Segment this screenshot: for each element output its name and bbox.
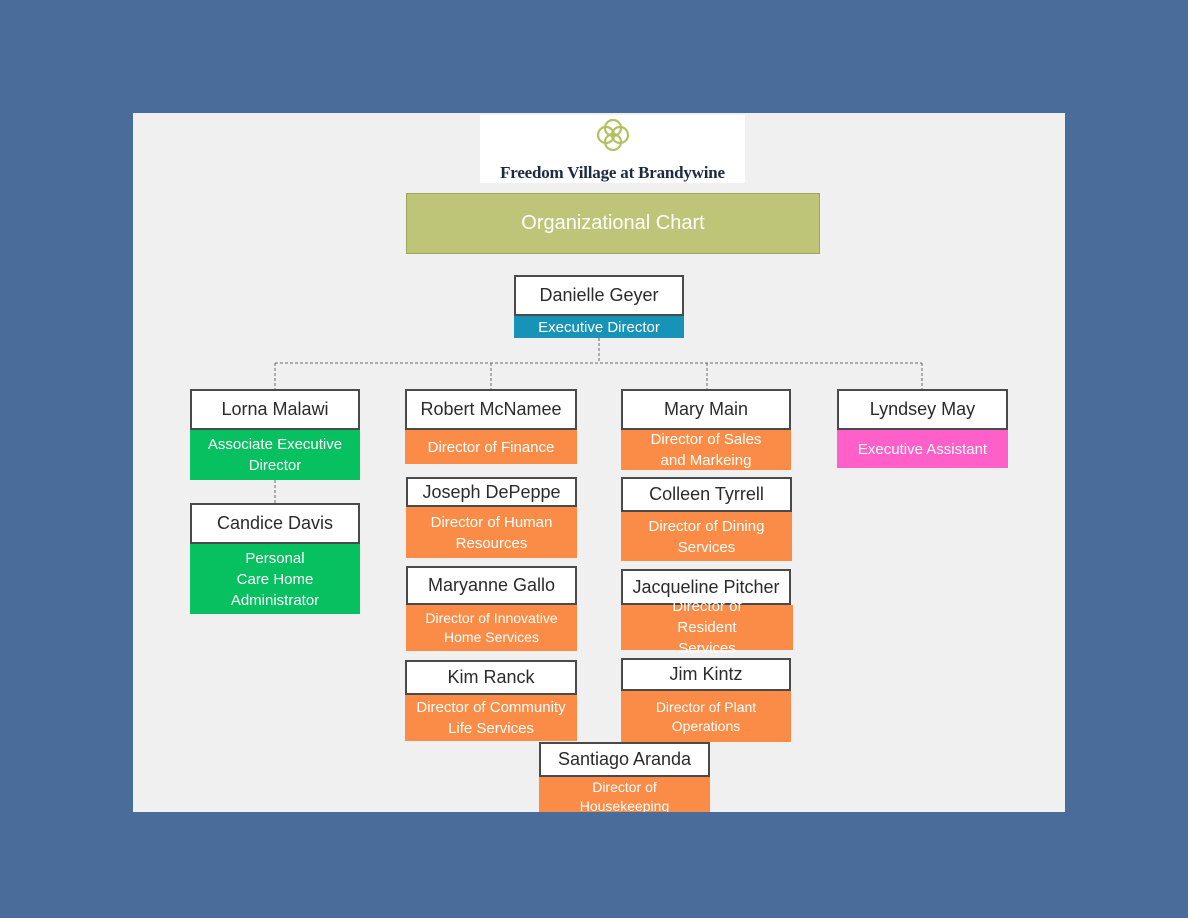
node-name: Maryanne Gallo: [406, 566, 577, 605]
node-role: Director of Dining Services: [621, 512, 792, 561]
org-chart-slide: Freedom Village at Brandywine Organizati…: [133, 113, 1065, 812]
node-name: Kim Ranck: [405, 660, 577, 695]
node-name: Jacqueline Pitcher: [621, 569, 791, 605]
node-name: Joseph DePeppe: [406, 477, 577, 507]
node-director-housekeeping: Santiago Aranda Director of Housekeeping: [539, 742, 710, 812]
node-director-sales: Mary Main Director of Sales and Markeing: [621, 389, 791, 470]
node-role: Executive Assistant: [837, 430, 1008, 468]
node-director-finance: Robert McNamee Director of Finance: [405, 389, 577, 464]
node-director-resident-services: Jacqueline Pitcher Director of Resident …: [621, 569, 793, 657]
node-personal-care-home-administrator: Candice Davis Personal Care Home Adminis…: [190, 503, 360, 614]
node-name: Jim Kintz: [621, 658, 791, 691]
node-name: Lorna Malawi: [190, 389, 360, 430]
node-name: Candice Davis: [190, 503, 360, 544]
node-name: Danielle Geyer: [514, 275, 684, 316]
node-role: Executive Director: [514, 316, 684, 338]
node-name: Lyndsey May: [837, 389, 1008, 430]
node-name: Mary Main: [621, 389, 791, 430]
node-role: Personal Care Home Administrator: [190, 544, 360, 614]
node-director-human-resources: Joseph DePeppe Director of Human Resourc…: [406, 477, 577, 558]
node-role: Associate Executive Director: [190, 430, 360, 480]
node-role: Director of Housekeeping: [539, 777, 710, 812]
chart-title: Organizational Chart: [521, 212, 705, 234]
connector-lines: [274, 338, 923, 503]
node-director-community-life: Kim Ranck Director of Community Life Ser…: [405, 660, 577, 741]
node-executive-assistant: Lyndsey May Executive Assistant: [837, 389, 1008, 468]
node-role: Director of Human Resources: [406, 507, 577, 558]
node-executive-director: Danielle Geyer Executive Director: [514, 275, 684, 338]
node-name: Robert McNamee: [405, 389, 577, 430]
node-role: Director of Sales and Markeing: [621, 430, 791, 470]
node-role: Director of Innovative Home Services: [406, 605, 577, 651]
node-role: Director of Plant Operations: [621, 691, 791, 742]
node-director-dining: Colleen Tyrrell Director of Dining Servi…: [621, 477, 792, 561]
node-role: Director of Resident Services: [621, 598, 793, 657]
node-role: Director of Community Life Services: [405, 695, 577, 741]
node-director-innovative-home-services: Maryanne Gallo Director of Innovative Ho…: [406, 566, 577, 651]
node-role: Director of Finance: [405, 430, 577, 464]
logo-text: Freedom Village at Brandywine: [500, 163, 725, 182]
node-name: Santiago Aranda: [539, 742, 710, 777]
node-name: Colleen Tyrrell: [621, 477, 792, 512]
celtic-knot-icon: [596, 118, 630, 152]
logo: Freedom Village at Brandywine: [480, 115, 745, 183]
chart-title-box: Organizational Chart: [406, 193, 820, 254]
node-director-plant-operations: Jim Kintz Director of Plant Operations: [621, 658, 791, 742]
node-associate-executive-director: Lorna Malawi Associate Executive Directo…: [190, 389, 360, 480]
